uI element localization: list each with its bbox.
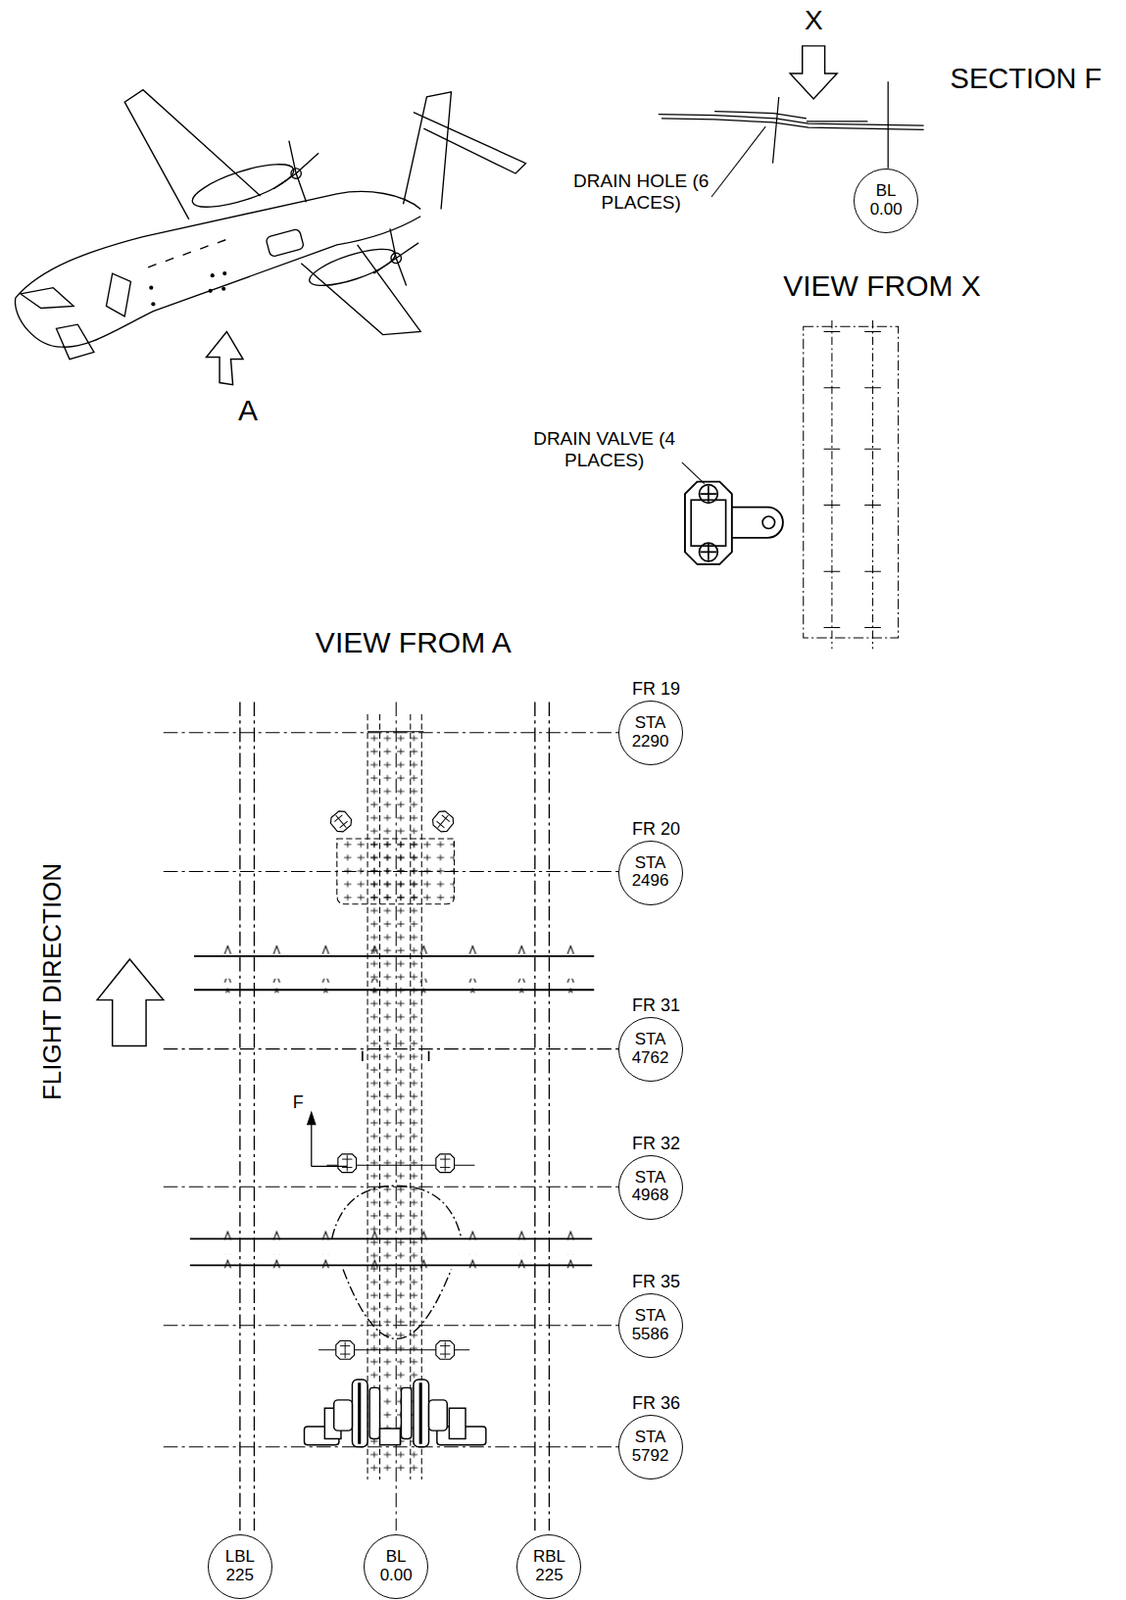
station-value: STA 4762 <box>628 1030 674 1068</box>
frame-label: FR 31 <box>632 996 681 1017</box>
station-value: STA 4968 <box>628 1169 674 1206</box>
aircraft-illustration <box>14 90 526 386</box>
pulley-assembly <box>303 1379 486 1448</box>
view-label: VIEW FROM X <box>783 268 981 303</box>
direction-label: FLIGHT DIRECTION <box>38 863 68 1101</box>
station-circle: FR 20STA 2496 <box>618 840 684 906</box>
station-circle: FR 31STA 4762 <box>618 1017 684 1082</box>
view-label: DRAIN VALVE (4 PLACES) <box>521 429 688 473</box>
station-value: BL 0.00 <box>373 1548 419 1585</box>
frame-label: FR 20 <box>632 820 681 840</box>
view-label: DRAIN HOLE (6 PLACES) <box>567 170 715 214</box>
frame-label: FR 19 <box>632 680 681 700</box>
station-circle: FR 19STA 2290 <box>618 700 684 766</box>
station-circle: FR 32STA 4968 <box>618 1155 684 1221</box>
view-label: F <box>293 1092 304 1114</box>
view-label: SECTION F <box>950 63 1103 97</box>
station-circle: BL 0.00 <box>853 168 919 234</box>
station-circle: RBL 225 <box>516 1534 582 1600</box>
station-value: LBL 225 <box>217 1548 263 1585</box>
drain-view <box>682 320 899 649</box>
station-circle: LBL 225 <box>207 1534 273 1600</box>
view-label: X <box>804 4 824 37</box>
station-circle: BL 0.00 <box>363 1534 429 1600</box>
station-value: STA 2496 <box>628 854 674 891</box>
station-value: STA 2290 <box>628 714 674 751</box>
station-value: BL 0.00 <box>863 183 909 220</box>
station-value: STA 5792 <box>628 1428 674 1466</box>
view-label: A <box>238 393 258 429</box>
view-label: VIEW FROM A <box>315 626 512 661</box>
station-value: RBL 225 <box>526 1548 572 1585</box>
view-a-drawing <box>97 702 619 1532</box>
frame-label: FR 35 <box>632 1272 681 1293</box>
station-circle: FR 36STA 5792 <box>618 1415 684 1480</box>
frame-label: FR 36 <box>632 1394 681 1415</box>
station-circle: FR 35STA 5586 <box>618 1293 684 1359</box>
station-value: STA 5586 <box>628 1307 674 1344</box>
frame-label: FR 32 <box>632 1134 681 1155</box>
